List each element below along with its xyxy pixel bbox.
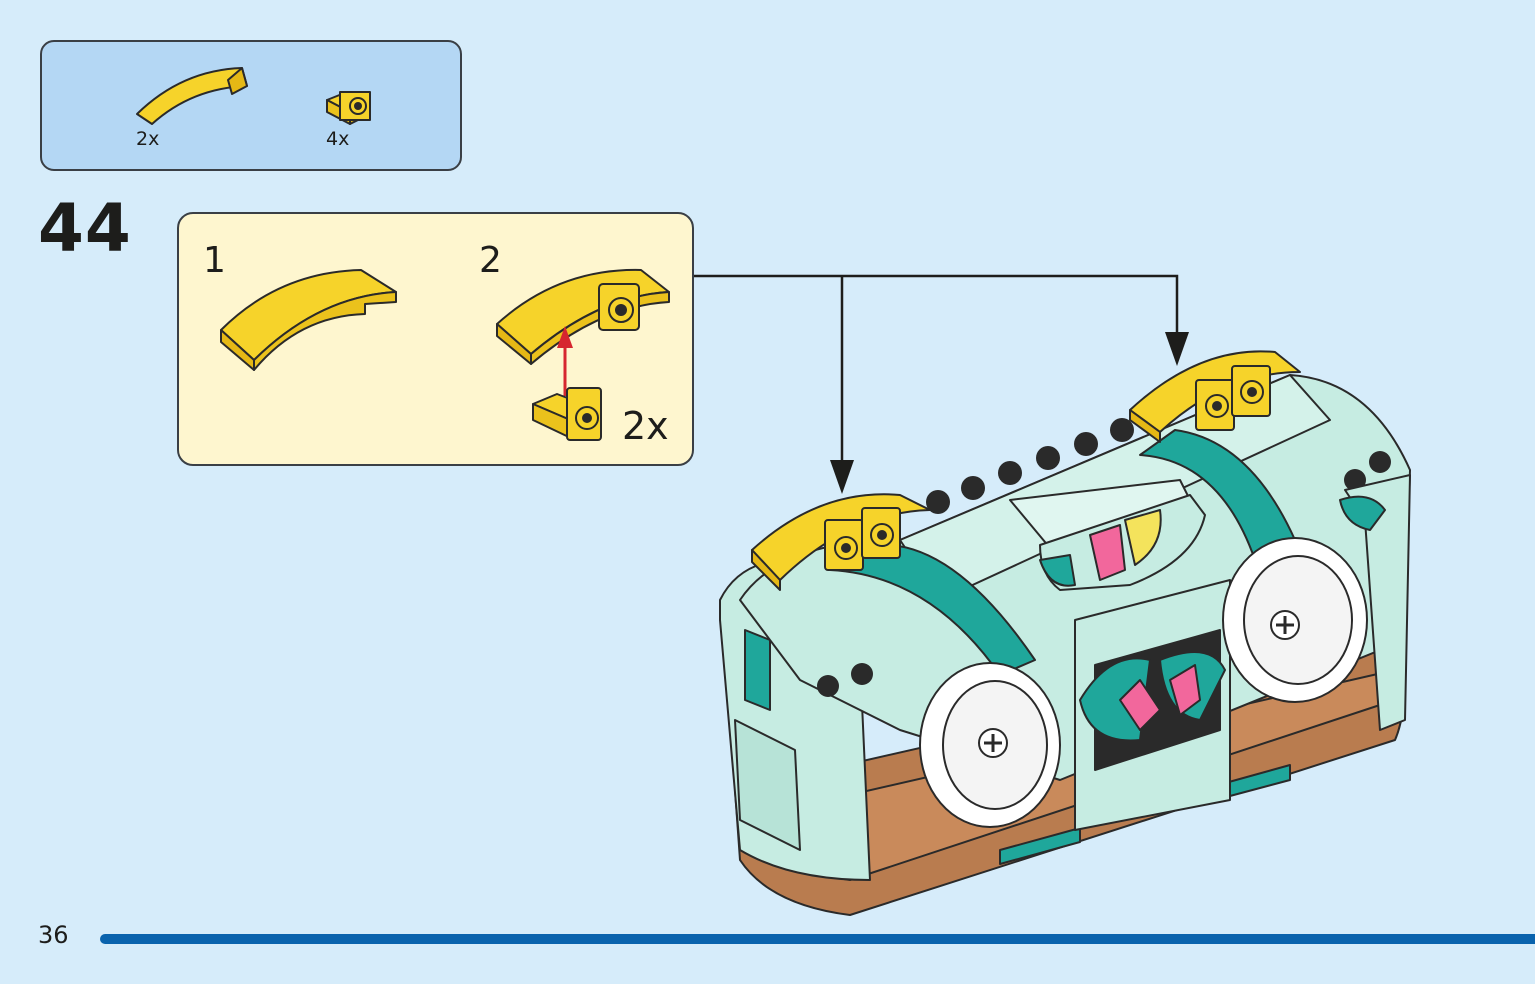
boombox-right-end (1339, 474, 1411, 731)
sub-step-number-2: 2 (479, 240, 502, 281)
sub-assembly-multiplier: 2x (622, 404, 669, 448)
sub-step-1-slope-icon (220, 269, 397, 371)
sub-assembly-illustration (220, 268, 670, 441)
callout-arrowhead-left-icon (830, 460, 854, 494)
assembly-arrow-icon (557, 326, 573, 396)
page-number: 36 (38, 921, 69, 949)
progress-bar (100, 934, 1535, 944)
sub-step-number-1: 1 (203, 240, 226, 281)
part-count-curved-slope: 2x (136, 128, 160, 150)
yellow-handle-right (1129, 350, 1301, 443)
part-count-bracket: 4x (326, 128, 350, 150)
yellow-handle-left (751, 493, 931, 591)
callout-arrows (694, 274, 1179, 470)
sub-step-2-slope-icon (496, 268, 670, 365)
parts-list-box: 2x 4x (40, 40, 462, 171)
boombox-body (739, 374, 1411, 831)
speaker-right-icon (1222, 537, 1368, 703)
step-number: 44 (38, 190, 132, 267)
sub-assembly-box: 1 2 2x (177, 212, 694, 466)
sub-step-2-bracket-icon (532, 387, 602, 441)
part-bracket-plate-icon (326, 91, 371, 125)
part-curved-slope-icon (136, 67, 248, 125)
parts-illustrations (136, 67, 371, 125)
callout-arrowhead-right-icon (1165, 332, 1189, 366)
speaker-left-icon (919, 662, 1061, 828)
